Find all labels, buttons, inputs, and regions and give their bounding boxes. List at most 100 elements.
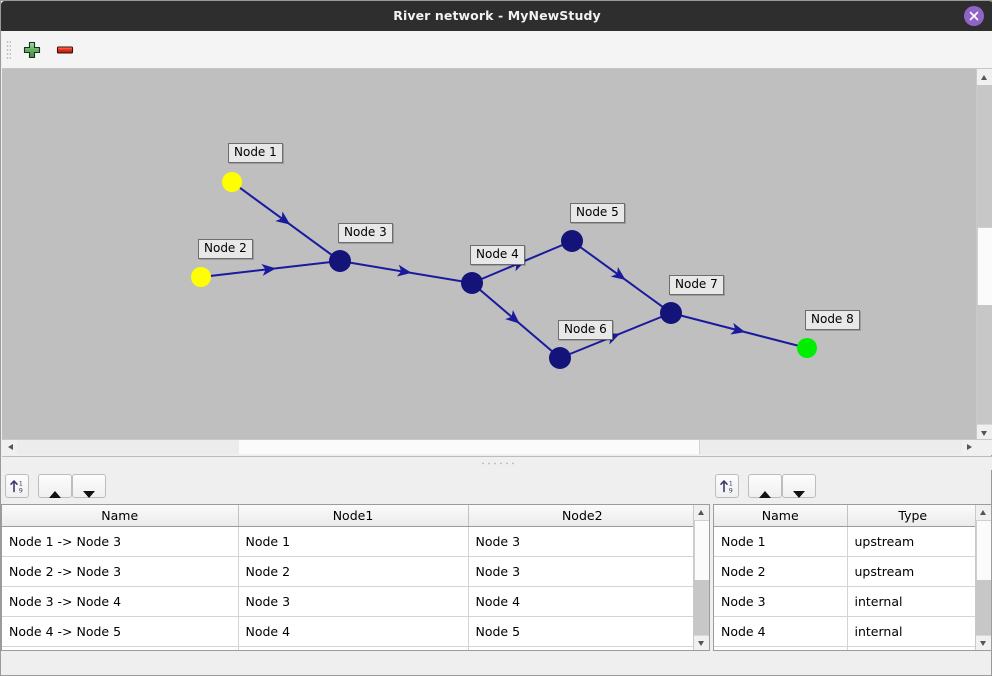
graph-horizontal-scrollbar[interactable]	[2, 439, 992, 455]
scroll-down-button[interactable]	[976, 635, 991, 650]
scroll-down-button[interactable]	[694, 635, 709, 650]
graph-hscroll-track-right[interactable]	[699, 440, 963, 454]
add-node-icon[interactable]	[21, 39, 43, 61]
table-cell[interactable]: Node 3	[714, 586, 848, 617]
scroll-down-button[interactable]	[977, 424, 992, 441]
reaches-vscroll-thumb[interactable]	[694, 520, 709, 582]
graph-node-n4[interactable]	[461, 272, 483, 294]
scroll-up-button[interactable]	[977, 69, 992, 86]
graph-canvas[interactable]: Node 1 Node 2 Node 3 Node 4 Node 5 Node 6 Node…	[2, 69, 977, 455]
graph-node-n2[interactable]	[191, 267, 211, 287]
table-cell[interactable]: Node 3 -> Node 4	[2, 586, 239, 617]
reaches-toolbar: 1 9	[5, 474, 705, 502]
triangle-up-icon	[49, 490, 61, 498]
graph-node-label-n1[interactable]: Node 1	[228, 143, 283, 163]
graph-node-label-n7[interactable]: Node 7	[669, 275, 724, 295]
table-cell[interactable]	[468, 646, 694, 650]
table-cell[interactable]: Node 1	[714, 526, 848, 557]
reaches-vertical-scrollbar[interactable]	[693, 505, 709, 650]
graph-node-label-n4[interactable]: Node 4	[470, 245, 525, 265]
graph-node-n1[interactable]	[222, 172, 242, 192]
reaches-col-node1[interactable]: Node1	[238, 505, 469, 527]
table-cell[interactable]: Node 4 -> Node 5	[2, 616, 239, 647]
graph-node-n8[interactable]	[797, 338, 817, 358]
graph-node-label-n3[interactable]: Node 3	[338, 223, 393, 243]
arrowhead-icon	[261, 264, 277, 276]
arrowhead-icon	[610, 266, 626, 281]
nodes-col-type[interactable]: Type	[847, 505, 976, 527]
table-cell[interactable]	[238, 646, 469, 650]
nodes-sort-button[interactable]: 1 9	[715, 474, 739, 498]
table-cell[interactable]: Node 2	[238, 556, 469, 587]
scroll-up-button[interactable]	[694, 505, 709, 521]
triangle-up-icon	[698, 510, 704, 515]
table-cell[interactable]: upstream	[847, 556, 976, 587]
table-cell[interactable]: Node 2	[714, 556, 848, 587]
table-cell[interactable]: Node 4	[714, 616, 848, 647]
graph-node-n7[interactable]	[660, 302, 682, 324]
scroll-left-button[interactable]	[2, 440, 17, 454]
nodes-move-up-button[interactable]	[748, 474, 782, 498]
reaches-sort-button[interactable]: 1 9	[5, 474, 29, 498]
scroll-up-button[interactable]	[976, 505, 991, 521]
table-row[interactable]	[2, 646, 694, 650]
table-cell[interactable]: Node 1	[238, 526, 469, 557]
close-icon[interactable]	[964, 6, 984, 26]
table-cell[interactable]: internal	[847, 616, 976, 647]
graph-vscroll-thumb[interactable]	[977, 227, 992, 307]
table-cell[interactable]: upstream	[847, 526, 976, 557]
graph-node-label-n5[interactable]: Node 5	[570, 203, 625, 223]
nodes-vertical-scrollbar[interactable]	[975, 505, 991, 650]
graph-node-n6[interactable]	[549, 347, 571, 369]
triangle-down-icon	[980, 641, 986, 646]
reaches-move-down-button[interactable]	[72, 474, 106, 498]
table-cell[interactable]: Node 2 -> Node 3	[2, 556, 239, 587]
reaches-move-up-button[interactable]	[38, 474, 72, 498]
table-cell[interactable]: Node 4	[238, 616, 469, 647]
graph-node-n3[interactable]	[329, 250, 351, 272]
table-cell[interactable]: Node 3	[468, 526, 694, 557]
graph-node-label-n8[interactable]: Node 8	[805, 310, 860, 330]
toolbar-drag-handle[interactable]	[6, 40, 11, 60]
table-cell[interactable]: internal	[847, 586, 976, 617]
table-cell[interactable]: Node 4	[468, 586, 694, 617]
nodes-col-name[interactable]: Name	[714, 505, 848, 527]
table-cell[interactable]: Node 3	[238, 586, 469, 617]
graph-node-n5[interactable]	[561, 230, 583, 252]
nodes-vscroll-thumb[interactable]	[976, 520, 991, 582]
arrowhead-icon	[730, 322, 746, 335]
table-cell[interactable]: Node 5	[468, 616, 694, 647]
graph-node-label-n2[interactable]: Node 2	[198, 239, 253, 259]
graph-vertical-scrollbar[interactable]	[976, 69, 992, 455]
triangle-right-icon	[967, 443, 972, 450]
table-cell[interactable]: Node 1 -> Node 3	[2, 526, 239, 557]
graph-hscroll-thumb[interactable]	[239, 440, 699, 454]
scroll-right-button[interactable]	[962, 440, 977, 454]
table-cell[interactable]	[2, 646, 239, 650]
reaches-col-node2[interactable]: Node2	[468, 505, 694, 527]
table-cell[interactable]	[847, 646, 976, 650]
reaches-col-name[interactable]: Name	[2, 505, 239, 527]
table-cell[interactable]	[714, 646, 848, 650]
river-network-graph-panel: Node 1 Node 2 Node 3 Node 4 Node 5 Node 6 Node…	[2, 69, 992, 455]
graph-node-label-n6[interactable]: Node 6	[558, 320, 613, 340]
table-cell[interactable]: Node 3	[468, 556, 694, 587]
horizontal-splitter[interactable]	[2, 456, 992, 470]
nodes-move-down-button[interactable]	[782, 474, 816, 498]
graph-hscroll-track-left[interactable]	[17, 440, 240, 454]
delete-node-icon[interactable]	[54, 39, 76, 61]
table-row[interactable]	[714, 646, 976, 650]
